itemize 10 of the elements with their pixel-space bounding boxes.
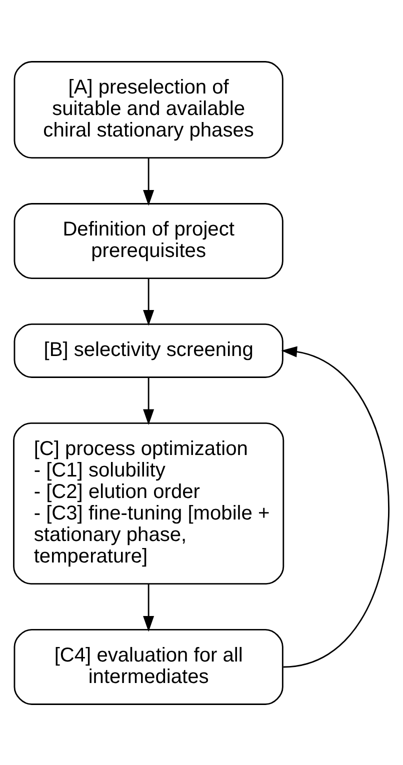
arrow: [143, 583, 154, 632]
node-box: [A] preselection of suitable and available chiral stationary phases: [14, 60, 284, 158]
arrow: [281, 346, 390, 668]
node-box: Definition of project prerequisites: [14, 202, 284, 279]
arrow: [143, 157, 154, 206]
arrow: [143, 377, 154, 424]
node-box: [B] selectivity screening: [14, 322, 284, 378]
node-box: [C4] evaluation for all intermediates: [14, 628, 284, 704]
arrow: [143, 278, 154, 326]
node-box: [C] process optimization - [C1] solubility - [C2] elution order - [C3] fine-tuning [mobile + stationary phase, temperature]: [13, 422, 284, 584]
